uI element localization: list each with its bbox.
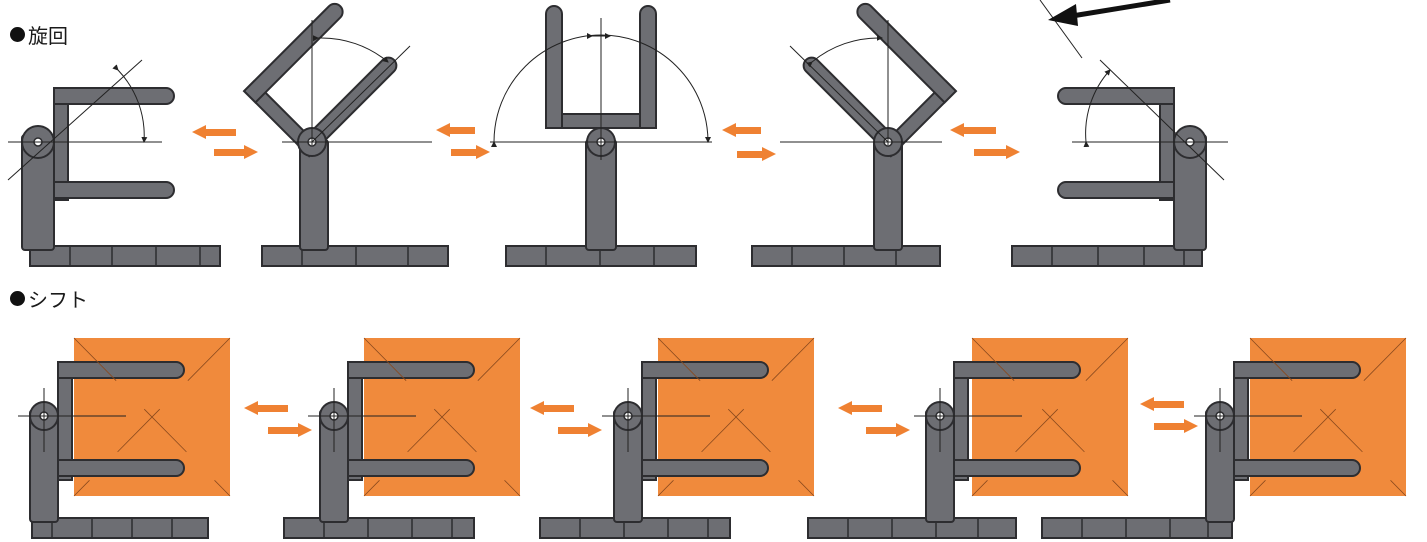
shift-state-5	[1041, 337, 1407, 539]
bullet-icon	[10, 291, 25, 306]
rotation-label-text: 旋回	[28, 24, 68, 48]
shift-state-3	[539, 337, 815, 539]
rotation-section-label: 旋回	[10, 20, 68, 49]
bidirectional-arrow-icon	[950, 123, 1020, 159]
bullet-icon	[10, 27, 25, 42]
shift-label-text: シフト	[28, 288, 88, 312]
bidirectional-arrow-icon	[838, 401, 910, 437]
pointer-arrow-icon	[1039, 0, 1171, 59]
shift-state-1	[18, 337, 231, 539]
bidirectional-arrow-icon	[436, 123, 490, 159]
bidirectional-arrow-icon	[192, 125, 258, 159]
bidirectional-arrow-icon	[244, 401, 312, 437]
bidirectional-arrow-icon	[530, 401, 602, 437]
rotation-state-right-90	[1011, 59, 1228, 267]
shift-section-label: シフト	[10, 284, 88, 313]
shift-state-2	[283, 337, 521, 539]
rotation-state-right-45	[751, 2, 958, 267]
rotation-state-left-90	[7, 59, 221, 267]
bidirectional-arrow-icon	[722, 123, 776, 161]
rotation-state-left-45	[242, 2, 449, 267]
bidirectional-arrow-icon	[1140, 397, 1198, 433]
rotation-state-center	[490, 5, 712, 267]
shift-state-4	[807, 337, 1129, 539]
